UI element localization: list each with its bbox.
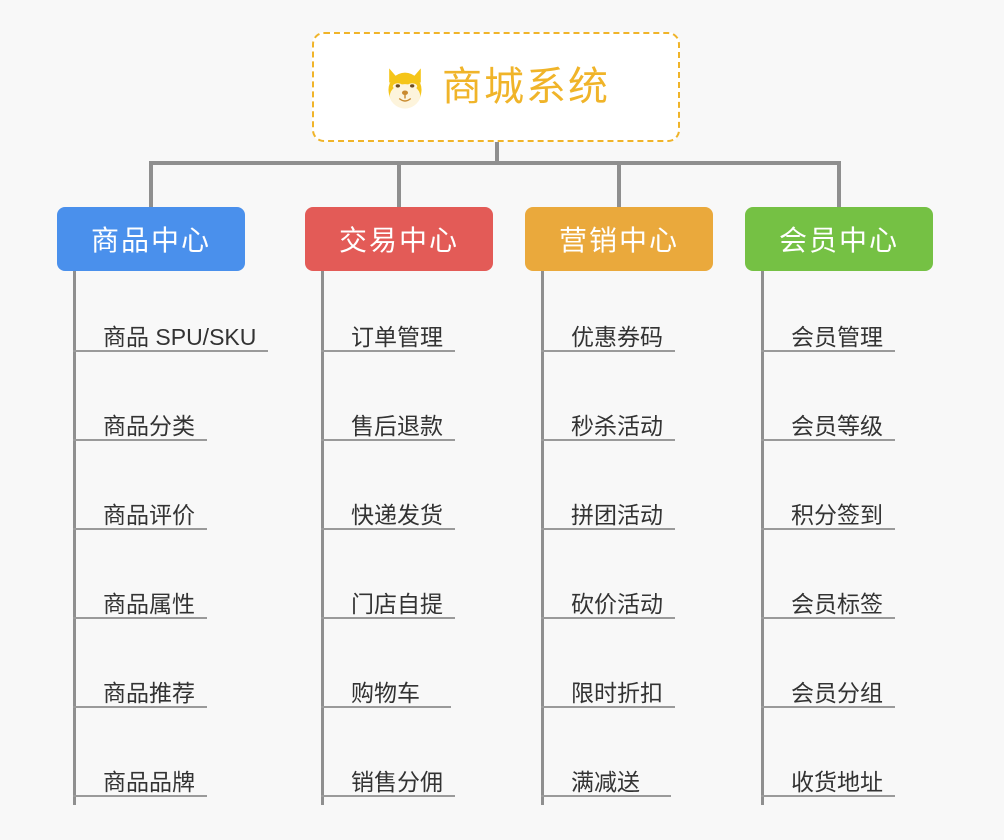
- leaf-item-label: 限时折扣: [571, 679, 663, 706]
- leaf-item-underline: [541, 617, 675, 619]
- leaf-item[interactable]: 限时折扣: [541, 627, 663, 716]
- leaf-item[interactable]: 会员等级: [761, 360, 883, 449]
- leaf-item-underline: [321, 439, 455, 441]
- leaf-item-label: 商品推荐: [103, 679, 195, 706]
- category-label: 交易中心: [338, 225, 459, 256]
- category-box-4[interactable]: 会员中心: [745, 207, 933, 271]
- leaf-item-label: 会员管理: [791, 323, 883, 350]
- horizontal-bus-line: [151, 161, 839, 165]
- leaf-item-label: 商品品牌: [103, 768, 195, 795]
- leaf-spine-line: [541, 271, 544, 805]
- leaf-item-underline: [321, 706, 451, 708]
- leaf-item-label: 销售分佣: [351, 768, 443, 795]
- leaf-item[interactable]: 商品推荐: [73, 627, 195, 716]
- leaf-item[interactable]: 快递发货: [321, 449, 443, 538]
- leaf-item-label: 收货地址: [791, 768, 883, 795]
- root-title: 商城系统: [442, 65, 610, 109]
- leaf-item-label: 秒杀活动: [571, 412, 663, 439]
- branch-drop-line-3: [617, 161, 621, 207]
- leaf-item-underline: [73, 528, 207, 530]
- leaf-item[interactable]: 商品分类: [73, 360, 195, 449]
- leaf-spine-line: [761, 271, 764, 805]
- category-box-2[interactable]: 交易中心: [305, 207, 493, 271]
- leaf-spine-line: [321, 271, 324, 805]
- leaf-item-label: 购物车: [351, 679, 420, 706]
- leaf-item[interactable]: 会员管理: [761, 271, 883, 360]
- leaf-item[interactable]: 砍价活动: [541, 538, 663, 627]
- leaf-item-label: 满减送: [571, 768, 640, 795]
- leaf-item-underline: [541, 706, 675, 708]
- leaf-item[interactable]: 门店自提: [321, 538, 443, 627]
- leaf-item[interactable]: 商品品牌: [73, 716, 195, 805]
- branch-drop-line-1: [149, 161, 153, 207]
- root-node[interactable]: 商城系统: [312, 32, 680, 142]
- leaf-item[interactable]: 商品评价: [73, 449, 195, 538]
- root-stem-line: [495, 142, 499, 163]
- category-box-3[interactable]: 营销中心: [525, 207, 713, 271]
- leaf-item[interactable]: 销售分佣: [321, 716, 443, 805]
- branch-drop-line-4: [837, 161, 841, 207]
- leaf-item-label: 积分签到: [791, 501, 883, 528]
- leaf-item[interactable]: 售后退款: [321, 360, 443, 449]
- leaf-item[interactable]: 购物车: [321, 627, 420, 716]
- leaf-item-underline: [321, 528, 455, 530]
- leaf-item[interactable]: 收货地址: [761, 716, 883, 805]
- leaf-item[interactable]: 会员分组: [761, 627, 883, 716]
- category-label: 商品中心: [90, 225, 211, 256]
- leaf-item-underline: [541, 439, 675, 441]
- leaf-item-underline: [761, 617, 895, 619]
- leaf-item[interactable]: 优惠券码: [541, 271, 663, 360]
- leaf-item-underline: [761, 528, 895, 530]
- leaf-item[interactable]: 商品属性: [73, 538, 195, 627]
- leaf-item-label: 售后退款: [351, 412, 443, 439]
- branch-drop-line-2: [397, 161, 401, 207]
- leaf-spine-line: [73, 271, 76, 805]
- leaf-item-underline: [761, 439, 895, 441]
- leaf-item-label: 会员分组: [791, 679, 883, 706]
- category-box-1[interactable]: 商品中心: [57, 207, 245, 271]
- leaf-item-label: 商品分类: [103, 412, 195, 439]
- leaf-item-underline: [541, 795, 671, 797]
- leaf-item-label: 会员标签: [791, 590, 883, 617]
- leaf-item-label: 商品 SPU/SKU: [103, 323, 257, 350]
- leaf-item[interactable]: 订单管理: [321, 271, 443, 360]
- leaf-item-label: 商品属性: [103, 590, 195, 617]
- leaf-item-underline: [761, 350, 895, 352]
- leaf-item-underline: [73, 795, 207, 797]
- leaf-item-label: 商品评价: [103, 501, 195, 528]
- leaf-item[interactable]: 会员标签: [761, 538, 883, 627]
- category-label: 会员中心: [778, 225, 899, 256]
- leaf-item-underline: [321, 617, 455, 619]
- leaf-item[interactable]: 积分签到: [761, 449, 883, 538]
- leaf-item-label: 快递发货: [351, 501, 443, 528]
- leaf-item-label: 订单管理: [351, 323, 443, 350]
- leaf-item-underline: [541, 350, 675, 352]
- leaf-item-underline: [761, 706, 895, 708]
- leaf-item-underline: [321, 350, 455, 352]
- leaf-item-underline: [73, 617, 207, 619]
- leaf-item-label: 门店自提: [351, 590, 443, 617]
- leaf-item-underline: [541, 528, 675, 530]
- leaf-item-label: 砍价活动: [571, 590, 663, 617]
- leaf-item-underline: [761, 795, 895, 797]
- leaf-item-label: 会员等级: [791, 412, 883, 439]
- leaf-item-underline: [73, 350, 269, 352]
- leaf-item-underline: [73, 706, 207, 708]
- leaf-item-label: 拼团活动: [571, 501, 663, 528]
- leaf-item-underline: [321, 795, 455, 797]
- leaf-item[interactable]: 商品 SPU/SKU: [73, 271, 256, 360]
- leaf-item-label: 优惠券码: [571, 323, 663, 350]
- leaf-item[interactable]: 秒杀活动: [541, 360, 663, 449]
- dog-face-icon: [382, 64, 428, 110]
- leaf-item[interactable]: 满减送: [541, 716, 640, 805]
- leaf-item-underline: [73, 439, 207, 441]
- leaf-item[interactable]: 拼团活动: [541, 449, 663, 538]
- category-label: 营销中心: [558, 225, 679, 256]
